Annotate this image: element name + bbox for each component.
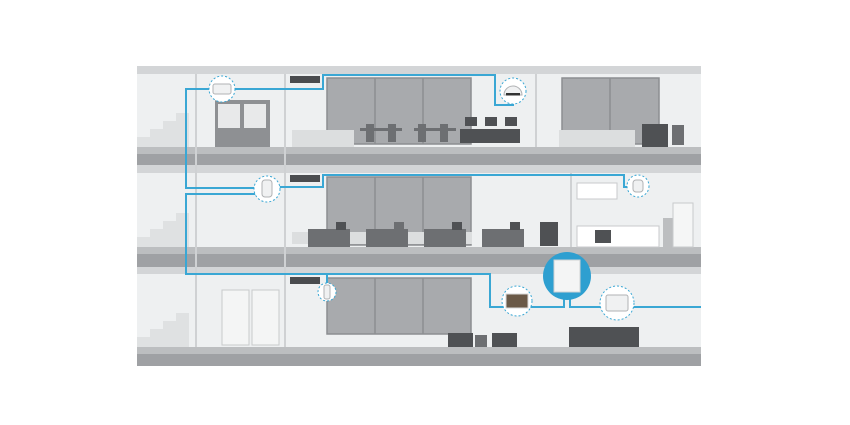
sensor-icon	[632, 179, 644, 193]
office-furniture-top	[215, 100, 684, 147]
door-sensor-icon	[323, 284, 331, 300]
door-sensor-device[interactable]	[317, 282, 337, 302]
motion-detector-icon	[261, 179, 273, 198]
hub-cabinet-icon	[553, 259, 581, 293]
keypad-icon	[605, 294, 629, 312]
alarm-keypad-device[interactable]	[599, 285, 635, 321]
air-conditioner-units	[290, 76, 320, 284]
control-hub-device[interactable]	[543, 252, 591, 300]
office-furniture-middle	[292, 182, 694, 248]
smoke-sensor-device[interactable]	[626, 174, 650, 198]
router-device[interactable]	[208, 75, 236, 103]
staircase	[137, 113, 189, 347]
siren-icon	[503, 85, 523, 96]
walls	[195, 74, 572, 347]
siren-device[interactable]	[499, 77, 527, 105]
video-panel-device[interactable]	[501, 285, 533, 317]
motion-detector-device[interactable]	[253, 175, 281, 203]
router-icon	[212, 83, 232, 95]
roof-band	[137, 66, 701, 74]
office-furniture-lower	[221, 289, 639, 347]
video-screen-icon	[505, 293, 529, 309]
